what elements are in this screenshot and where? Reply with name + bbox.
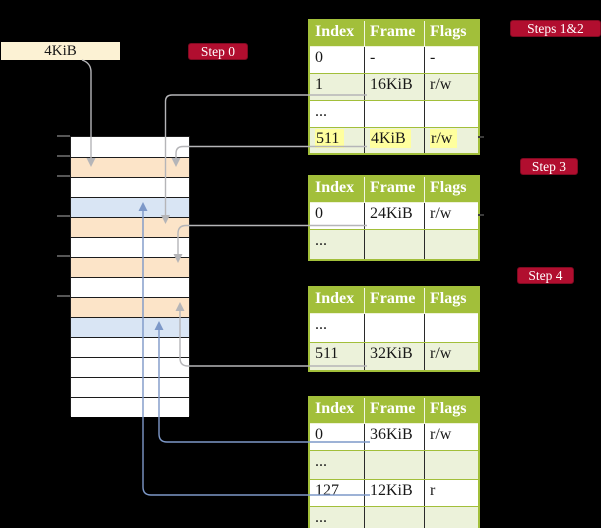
memory-row-9 [71, 297, 189, 317]
cell-index: 0 [310, 47, 365, 73]
table-row-index-dotdotdot: ... [310, 506, 478, 528]
cell-index: 127 [310, 480, 365, 506]
cell-index: 0 [310, 203, 365, 229]
memory-row-13 [71, 377, 189, 397]
cell-index: 1 [310, 74, 365, 100]
cell-index: ... [310, 507, 365, 528]
cell-flags: r/w [430, 205, 452, 222]
cell-flags: r/w [425, 128, 478, 153]
column-header-index: Index [310, 21, 365, 46]
cell-flags: r/w [430, 76, 452, 93]
cell-frame [365, 451, 425, 479]
cell-flags: - [430, 49, 436, 66]
cell-index: 0 [310, 424, 365, 450]
badge-steps-1-2: Steps 1&2 [510, 20, 601, 37]
cell-flags [425, 230, 478, 259]
memory-row-12 [71, 357, 189, 377]
cell-flags: r/w [430, 345, 452, 362]
cell-index: ... [310, 230, 365, 259]
column-header-flags: Flags [430, 23, 467, 40]
cell-index: ... [310, 101, 365, 127]
column-header-frame: Frame [365, 398, 425, 423]
badge-step-3: Step 3 [520, 158, 578, 175]
memory-row-5 [71, 217, 189, 237]
memory-row-3 [71, 177, 189, 197]
cell-frame: - [365, 47, 425, 73]
memory-row-7 [71, 257, 189, 277]
highlighted-value: 4KiB [370, 129, 411, 148]
memory-row-2 [71, 157, 189, 177]
cell-frame: 24KiB [365, 203, 425, 229]
memory-column [70, 136, 190, 417]
cell-frame [365, 230, 425, 259]
highlighted-value: r/w [430, 129, 458, 148]
memory-row-1 [71, 137, 189, 157]
highlighted-value: 511 [315, 129, 345, 148]
cell-frame: 4KiB [365, 128, 425, 153]
cell-flags [425, 314, 478, 342]
cell-index: ... [310, 451, 365, 479]
cell-frame: 12KiB [365, 480, 425, 506]
cell-frame: 32KiB [365, 343, 425, 370]
cell-index: 511 [310, 128, 365, 153]
cell-index: ... [310, 314, 365, 342]
column-header-frame: Frame [365, 21, 425, 46]
column-header-index: Index [310, 288, 365, 313]
cell-flags: r [430, 482, 436, 499]
cell-frame: 36KiB [365, 424, 425, 450]
column-header-frame: Frame [365, 288, 425, 313]
cell-flags [425, 451, 478, 479]
memory-row-4 [71, 197, 189, 217]
frame-size-label: 4KiB [1, 42, 120, 60]
column-header-frame: Frame [365, 177, 425, 202]
table-row-index-dotdotdot: ... [310, 450, 478, 479]
memory-row-10 [71, 317, 189, 337]
memory-row-8 [71, 277, 189, 297]
cell-flags [425, 507, 478, 528]
table-row-index-511: 511 4KiB r/w [310, 127, 478, 153]
memory-row-6 [71, 237, 189, 257]
table-row-index-dotdotdot: ... [310, 229, 478, 259]
column-header-index: Index [310, 398, 365, 423]
cell-frame: 16KiB [365, 74, 425, 100]
cell-index: 511 [310, 343, 365, 370]
cell-flags: r/w [430, 426, 452, 443]
column-header-flags: Flags [430, 290, 467, 307]
table-row-index-dotdotdot: ... [310, 100, 478, 127]
table-row-index-0: 0-- [310, 47, 478, 73]
memory-row-14 [71, 397, 189, 417]
cell-frame [365, 101, 425, 127]
cell-frame [365, 507, 425, 528]
memory-row-11 [71, 337, 189, 357]
table-row-index-dotdotdot: ... [310, 314, 478, 342]
cell-frame [365, 314, 425, 342]
cell-flags [425, 101, 478, 127]
column-header-index: Index [310, 177, 365, 202]
column-header-flags: Flags [430, 179, 467, 196]
badge-step-4: Step 4 [517, 267, 574, 284]
badge-step-0: Step 0 [188, 43, 248, 60]
column-header-flags: Flags [430, 400, 467, 417]
